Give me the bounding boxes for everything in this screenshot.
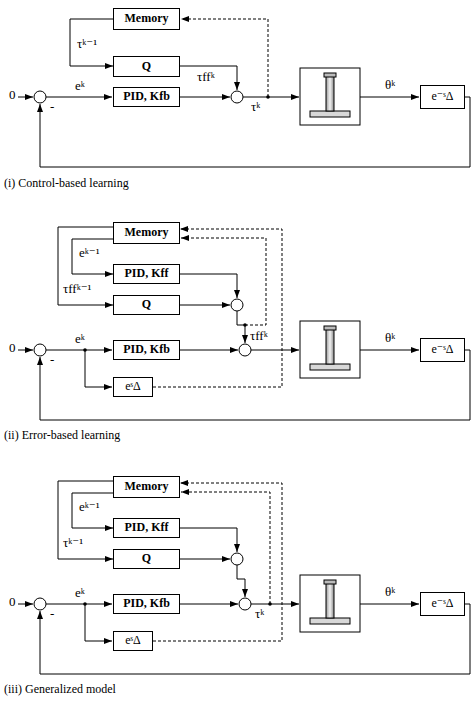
signal-label: eᵏ [74, 79, 86, 94]
delay-box: e⁻ˢΔ [420, 338, 465, 362]
box-text: Memory [125, 480, 169, 493]
panel-iii-wiring [18, 492, 470, 674]
panel-ii-wiring [18, 238, 470, 420]
signal-label: τffᵏ [196, 70, 216, 85]
box-text: e⁻ˢΔ [432, 343, 454, 356]
signal-label: τffᵏ⁻¹ [62, 282, 93, 297]
delay-box: e⁻ˢΔ [420, 592, 465, 616]
panel-caption: (ii) Error-based learning [3, 429, 121, 443]
memory-box: Memory [113, 8, 180, 30]
memory-box: Memory [113, 476, 180, 498]
signal-connector [58, 227, 113, 305]
controller-box: PID, Kfb [113, 594, 180, 614]
box-text: PID, Kfb [123, 597, 170, 610]
sign-label: - [49, 353, 55, 368]
signal-label: eᵏ [74, 332, 86, 347]
box-text: e⁻ˢΔ [432, 597, 454, 610]
input-value: 0 [8, 341, 17, 356]
signal-connector [70, 19, 113, 66]
box-text: eˢΔ [125, 380, 141, 393]
signal-connector [72, 493, 113, 528]
signal-label: τffᵏ [249, 329, 269, 344]
input-value: 0 [8, 88, 17, 103]
signal-label: τᵏ [250, 100, 261, 115]
controller-box: PID, Kff [113, 518, 180, 538]
advance-box: eˢΔ [113, 631, 153, 651]
box-text: e⁻ˢΔ [432, 90, 454, 103]
signal-label: τᵏ [254, 607, 265, 622]
signal-label: eᵏ [74, 586, 86, 601]
signal-connector [72, 239, 113, 274]
box-text: Memory [125, 226, 169, 239]
box-text: PID, Kfb [123, 343, 170, 356]
box-text: PID, Kfb [123, 90, 170, 103]
advance-box: eˢΔ [113, 377, 153, 397]
filter-box: Q [113, 549, 180, 569]
box-text: Q [142, 60, 151, 73]
sign-label: - [49, 607, 55, 622]
sign-label: - [49, 100, 55, 115]
signal-label: eᵏ⁻¹ [78, 500, 101, 515]
panel-caption: (i) Control-based learning [3, 177, 130, 191]
signal-label: τᵏ⁻¹ [76, 37, 98, 52]
box-text: Memory [125, 12, 169, 25]
box-text: eˢΔ [125, 634, 141, 647]
controller-box: PID, Kfb [113, 340, 180, 360]
filter-box: Q [113, 295, 180, 315]
signal-label: τᵏ⁻¹ [62, 536, 84, 551]
delay-box: e⁻ˢΔ [420, 85, 465, 109]
controller-box: PID, Kfb [113, 87, 180, 107]
box-text: Q [142, 298, 151, 311]
controller-box: PID, Kff [113, 264, 180, 284]
box-text: PID, Kff [125, 267, 169, 280]
memory-box: Memory [113, 222, 180, 244]
signal-label: θᵏ [384, 585, 396, 600]
box-text: PID, Kff [125, 521, 169, 534]
panel-i-wiring [18, 19, 470, 167]
input-value: 0 [8, 595, 17, 610]
signal-label: θᵏ [384, 78, 396, 93]
box-text: Q [142, 552, 151, 565]
signal-connector [58, 481, 113, 559]
signal-label: eᵏ⁻¹ [78, 246, 101, 261]
panel-caption: (iii) Generalized model [3, 683, 117, 697]
signal-label: θᵏ [384, 331, 396, 346]
filter-box: Q [113, 56, 180, 77]
